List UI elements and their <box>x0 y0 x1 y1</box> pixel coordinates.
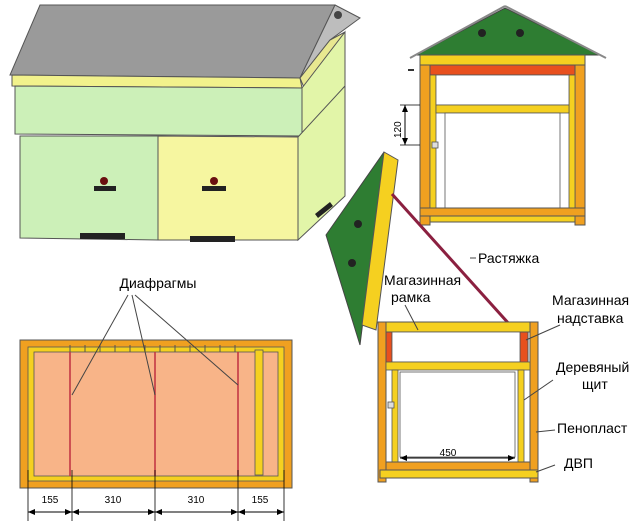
vent-icon <box>478 29 486 37</box>
label-shop-extension-1: Магазинная <box>552 292 629 308</box>
hive-body-left <box>19 135 159 241</box>
label-foam: Пенопласт <box>557 420 628 436</box>
roof-vent-icon <box>334 11 342 19</box>
hive-3d-view <box>9 4 361 242</box>
lid-board <box>361 151 399 331</box>
bottom-entrance <box>80 233 125 239</box>
dim-bottom-label: 310 <box>188 495 205 506</box>
dim-bottom-label: 310 <box>105 495 122 506</box>
stretch-rope <box>390 192 512 327</box>
hive-body-right <box>157 135 299 241</box>
vent-icon <box>348 259 356 267</box>
dim-bottom-label: 155 <box>42 495 59 506</box>
label-wood-shield-2: щит <box>582 376 608 392</box>
label-wood-shield-1: Деревяный <box>556 359 629 375</box>
hive-magazine-front <box>14 85 303 137</box>
hive-body-side <box>297 84 346 242</box>
top-gable <box>415 7 601 56</box>
open-lid <box>325 151 512 346</box>
dim-450-label: 450 <box>440 448 457 459</box>
hive-roof <box>9 4 336 79</box>
label-shop-frame-1: Магазинная <box>384 272 461 288</box>
entrance-landing <box>202 186 226 191</box>
label-stretch: Растяжка <box>478 250 539 266</box>
vent-icon <box>516 29 524 37</box>
bottom-entrance <box>190 236 235 242</box>
entrance-hole-icon <box>100 177 108 185</box>
label-shop-extension-2: надставка <box>557 310 624 326</box>
dim-bottom-label: 155 <box>252 495 269 506</box>
label-shop-frame-2: рамка <box>391 289 431 305</box>
entrance-landing <box>94 186 116 191</box>
bottom-cross-section: 450 <box>377 321 539 483</box>
dim-120-label: 120 <box>393 121 404 138</box>
label-diaphragms: Диафрагмы <box>120 275 197 291</box>
label-fiberboard: ДВП <box>564 455 593 471</box>
top-cross-section: 120 <box>393 5 607 226</box>
top-view: 155 310 310 155 <box>19 294 293 521</box>
entrance-hole-icon <box>210 177 218 185</box>
vent-icon <box>354 220 362 228</box>
side-entrance <box>315 202 333 218</box>
